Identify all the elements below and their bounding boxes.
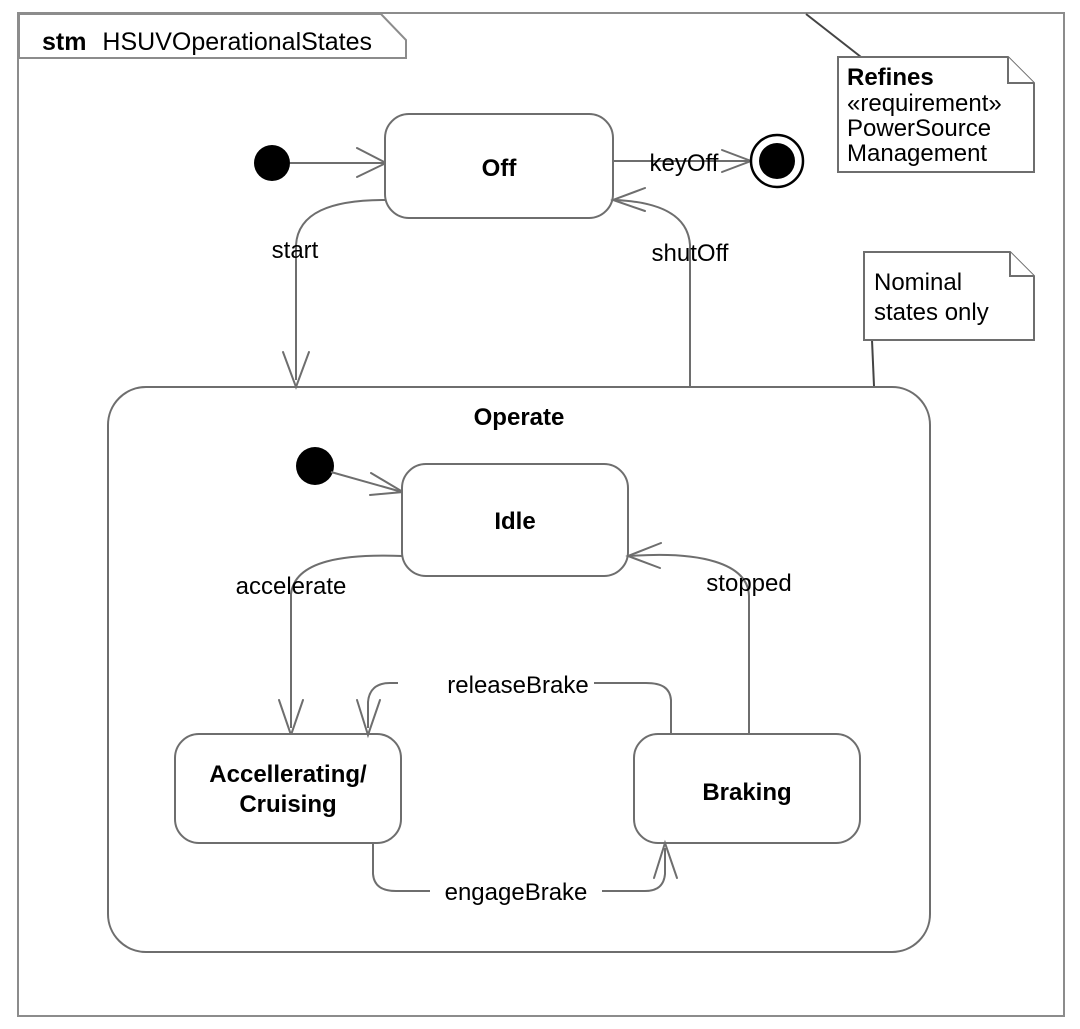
state-off[interactable] — [384, 113, 614, 219]
arrowhead-shut-off — [610, 187, 646, 212]
transition-stopped-label: stopped — [706, 570, 791, 597]
state-braking-label: Braking — [702, 779, 791, 806]
arrowhead-release-brake — [356, 699, 381, 739]
state-accelerating-cruising-label-line-2: Cruising — [239, 791, 336, 818]
transition-release-brake-label: releaseBrake — [447, 672, 588, 699]
transition-start-label: start — [272, 237, 319, 264]
refines-note-body — [837, 56, 1035, 173]
frame-title: stm HSUVOperationalStates — [42, 28, 372, 56]
state-accelerating-cruising[interactable] — [174, 733, 402, 844]
arrowhead-stopped — [625, 542, 662, 569]
initial-pseudostate-top[interactable] — [254, 145, 290, 181]
nominal-note-body — [863, 251, 1035, 341]
final-state-core-icon — [759, 143, 795, 179]
state-idle-label: Idle — [494, 508, 535, 535]
refines-note-line-4: Management — [847, 140, 987, 167]
transition-release-brake[interactable] — [367, 682, 672, 734]
frame-title-kind: stm — [42, 28, 86, 56]
transition-initial-to-idle[interactable] — [330, 471, 403, 493]
refines-note-line-1: Refines — [847, 64, 934, 91]
state-operate[interactable] — [107, 386, 931, 953]
initial-pseudostate-operate[interactable] — [296, 447, 334, 485]
state-idle[interactable] — [401, 463, 629, 577]
transition-shut-off-label: shutOff — [652, 240, 729, 267]
frame-title-name: HSUVOperationalStates — [102, 28, 372, 56]
state-braking[interactable] — [633, 733, 861, 844]
transition-start[interactable] — [295, 199, 386, 380]
state-off-label: Off — [482, 155, 518, 182]
transition-accelerate-label: accelerate — [236, 573, 347, 600]
nominal-note-line-1: Nominal — [874, 269, 962, 296]
transition-shut-off[interactable] — [614, 199, 691, 388]
transition-accelerate[interactable] — [290, 554, 403, 728]
diagram-frame — [17, 12, 1065, 1017]
transition-key-off-label: keyOff — [650, 150, 719, 177]
state-operate-label: Operate — [474, 404, 565, 431]
diagram-frame-tab — [18, 13, 407, 59]
refines-note-line-2: «requirement» — [847, 90, 1002, 117]
nominal-note-line-2: states only — [874, 299, 989, 326]
refines-note-leader-line — [805, 13, 862, 58]
arrowhead-engage-brake — [653, 839, 678, 879]
state-accelerating-cruising-label-line-1: Accellerating/ — [209, 761, 367, 788]
transition-engage-brake-label: engageBrake — [445, 879, 588, 906]
nominal-note-leader-line — [871, 339, 875, 387]
transition-stopped[interactable] — [629, 553, 750, 734]
transition-engage-brake[interactable] — [372, 843, 666, 892]
nominal-note-fold-icon — [1009, 252, 1034, 277]
refines-note-fold-icon — [1007, 57, 1034, 84]
refines-note-line-3: PowerSource — [847, 115, 991, 142]
